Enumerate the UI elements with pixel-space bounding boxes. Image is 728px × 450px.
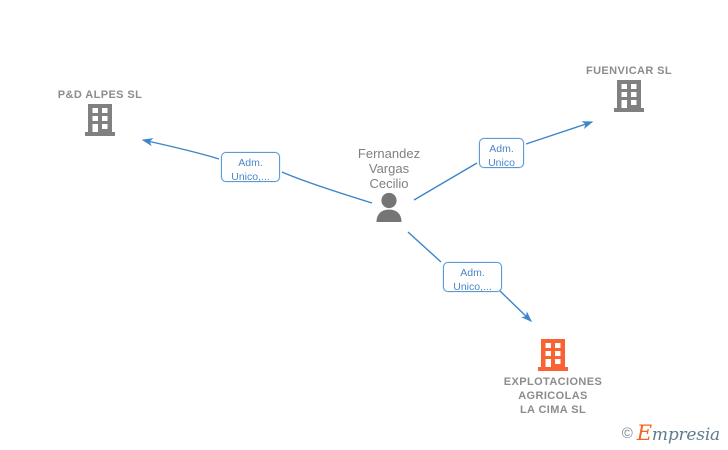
edge-line-person-to-la-cima [407, 231, 442, 263]
empresia-logo-text: mpresia [651, 425, 720, 445]
node-fernandez-vargas-cecilio[interactable]: Fernandez Vargas Cecilio [304, 142, 474, 223]
node-label-pd-alpes: P&D ALPES SL [57, 89, 143, 101]
copyright-icon: © [621, 425, 633, 442]
building-icon [85, 104, 115, 136]
node-label-fernandez-vargas-cecilio: Fernandez Vargas Cecilio [357, 146, 421, 191]
node-pd-alpes[interactable]: P&D ALPES SL [15, 84, 185, 138]
node-fuenvicar[interactable]: FUENVICAR SL [544, 60, 714, 114]
edge-label-person-to-la-cima[interactable]: Adm. Unico,... [443, 262, 502, 293]
edge-label-person-to-fuenvicar[interactable]: Adm. Unico [479, 138, 524, 169]
edge-line-person-to-pd-alpes [281, 171, 373, 204]
edge-label-person-to-pd-alpes[interactable]: Adm. Unico,... [221, 152, 280, 183]
building-icon [538, 339, 568, 371]
node-explotaciones-agricolas-la-cima[interactable]: EXPLOTACIONES AGRICOLAS LA CIMA SL [468, 330, 638, 417]
building-icon [614, 80, 644, 112]
empresia-logo: Empresia [637, 423, 720, 444]
edge-line-person-to-fuenvicar-head [525, 121, 594, 145]
empresia-logo-initial: E [636, 421, 652, 445]
edge-line-person-to-fuenvicar [413, 162, 478, 201]
edge-line-person-to-pd-alpes-head [141, 138, 220, 160]
empresia-watermark: © Empresia [622, 423, 720, 444]
node-label-explotaciones-agricolas-la-cima: EXPLOTACIONES AGRICOLAS LA CIMA SL [503, 376, 603, 416]
person-icon [376, 192, 402, 222]
node-label-fuenvicar: FUENVICAR SL [585, 65, 673, 77]
edge-line-person-to-la-cima-head [499, 290, 533, 322]
